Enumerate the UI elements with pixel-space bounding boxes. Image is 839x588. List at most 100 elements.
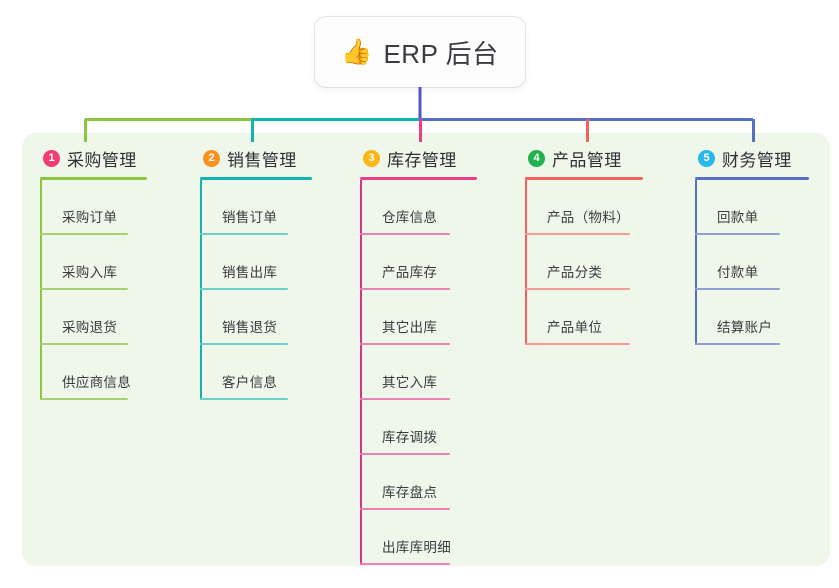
column-header-2[interactable]: 2 销售管理 [200, 145, 312, 171]
leaf-item-label: 付款单 [717, 265, 759, 280]
column-title-5: 财务管理 [722, 150, 792, 170]
leaf-item-label: 产品单位 [547, 320, 603, 335]
leaf-item-rule [695, 343, 780, 345]
leaf-item-rule [200, 288, 288, 290]
leaf-item[interactable]: 销售出库 [200, 235, 312, 290]
leaf-item-label: 销售订单 [222, 210, 278, 225]
leaf-item-label: 其它出库 [382, 320, 438, 335]
leaf-item-label: 采购入库 [62, 265, 118, 280]
column-title-4: 产品管理 [552, 150, 622, 170]
leaf-item-label: 产品分类 [547, 265, 603, 280]
leaf-item-label: 销售退货 [222, 320, 278, 335]
column-spine-3 [360, 180, 362, 565]
leaf-item[interactable]: 其它入库 [360, 345, 477, 400]
leaf-item[interactable]: 产品分类 [525, 235, 643, 290]
leaf-item-label: 回款单 [717, 210, 759, 225]
leaf-item-label: 仓库信息 [382, 210, 438, 225]
leaf-item-rule [525, 343, 630, 345]
column-items-3: 仓库信息产品库存其它出库其它入库库存调拨库存盘点出库库明细 [360, 180, 477, 565]
leaf-item[interactable]: 其它出库 [360, 290, 477, 345]
leaf-item-rule [40, 343, 128, 345]
leaf-item[interactable]: 付款单 [695, 235, 809, 290]
root-node-erp-backend[interactable]: 👍 ERP 后台 [315, 17, 525, 87]
leaf-item[interactable]: 销售退货 [200, 290, 312, 345]
column-badge-icon-1: 1 [43, 149, 60, 167]
leaf-item[interactable]: 供应商信息 [40, 345, 147, 400]
leaf-item-rule [360, 563, 450, 565]
leaf-item-rule [360, 343, 450, 345]
leaf-item-rule [40, 288, 128, 290]
leaf-item[interactable]: 客户信息 [200, 345, 312, 400]
column-rule-4 [525, 177, 643, 180]
leaf-item-label: 客户信息 [222, 375, 278, 390]
column-rule-3 [360, 177, 477, 180]
column-header-1[interactable]: 1 采购管理 [40, 145, 147, 171]
column-rule-2 [200, 177, 312, 180]
leaf-item-rule [525, 233, 630, 235]
leaf-item-label: 出库库明细 [382, 540, 451, 555]
leaf-item-rule [360, 508, 450, 510]
root-node-title: ERP 后台 [383, 38, 499, 69]
column-title-3: 库存管理 [387, 150, 457, 170]
leaf-item-label: 库存盘点 [382, 485, 438, 500]
leaf-item[interactable]: 产品库存 [360, 235, 477, 290]
column-rule-1 [40, 177, 147, 180]
column-items-2: 销售订单销售出库销售退货客户信息 [200, 180, 312, 400]
column-spine-1 [40, 180, 42, 400]
leaf-item-rule [40, 398, 128, 400]
column-title-2: 销售管理 [227, 150, 297, 170]
leaf-item-label: 产品库存 [382, 265, 438, 280]
leaf-item-label: 产品（物料） [547, 210, 630, 225]
leaf-item[interactable]: 销售订单 [200, 180, 312, 235]
leaf-item[interactable]: 采购订单 [40, 180, 147, 235]
leaf-item-rule [360, 453, 450, 455]
leaf-item-rule [695, 233, 780, 235]
column-rule-5 [695, 177, 809, 180]
leaf-item-rule [40, 233, 128, 235]
column-spine-4 [525, 180, 527, 345]
leaf-item-label: 采购退货 [62, 320, 118, 335]
column-items-5: 回款单付款单结算账户 [695, 180, 809, 345]
column-3: 3 库存管理仓库信息产品库存其它出库其它入库库存调拨库存盘点出库库明细 [360, 145, 477, 565]
leaf-item-rule [200, 343, 288, 345]
leaf-item[interactable]: 结算账户 [695, 290, 809, 345]
leaf-item[interactable]: 库存盘点 [360, 455, 477, 510]
column-items-4: 产品（物料） 产品分类产品单位 [525, 180, 643, 345]
leaf-item[interactable]: 仓库信息 [360, 180, 477, 235]
leaf-item-label: 结算账户 [717, 320, 773, 335]
leaf-item[interactable]: 出库库明细 [360, 510, 477, 565]
leaf-item[interactable]: 回款单 [695, 180, 809, 235]
leaf-item-rule [360, 398, 450, 400]
leaf-item-rule [200, 233, 288, 235]
column-header-3[interactable]: 3 库存管理 [360, 145, 477, 171]
leaf-item-rule [200, 398, 288, 400]
leaf-item-label: 采购订单 [62, 210, 118, 225]
leaf-item[interactable]: 采购入库 [40, 235, 147, 290]
thumbs-up-icon: 👍 [341, 37, 373, 66]
leaf-item-rule [695, 288, 780, 290]
leaf-item[interactable]: 采购退货 [40, 290, 147, 345]
leaf-item[interactable]: 库存调拨 [360, 400, 477, 455]
leaf-item-label: 库存调拨 [382, 430, 438, 445]
leaf-item[interactable]: 产品单位 [525, 290, 643, 345]
column-spine-5 [695, 180, 697, 345]
leaf-item-label: 其它入库 [382, 375, 438, 390]
leaf-item-rule [360, 233, 450, 235]
column-title-1: 采购管理 [67, 150, 137, 170]
leaf-item-rule [360, 288, 450, 290]
column-2: 2 销售管理销售订单销售出库销售退货客户信息 [200, 145, 312, 400]
column-badge-icon-3: 3 [363, 149, 380, 167]
leaf-item[interactable]: 产品（物料） [525, 180, 643, 235]
column-items-1: 采购订单采购入库采购退货供应商信息 [40, 180, 147, 400]
column-badge-icon-2: 2 [203, 149, 220, 167]
leaf-item-label: 销售出库 [222, 265, 278, 280]
root-node-content: 👍 ERP 后台 [341, 34, 498, 71]
leaf-item-label: 供应商信息 [62, 375, 131, 390]
column-1: 1 采购管理采购订单采购入库采购退货供应商信息 [40, 145, 147, 400]
leaf-item-rule [525, 288, 630, 290]
